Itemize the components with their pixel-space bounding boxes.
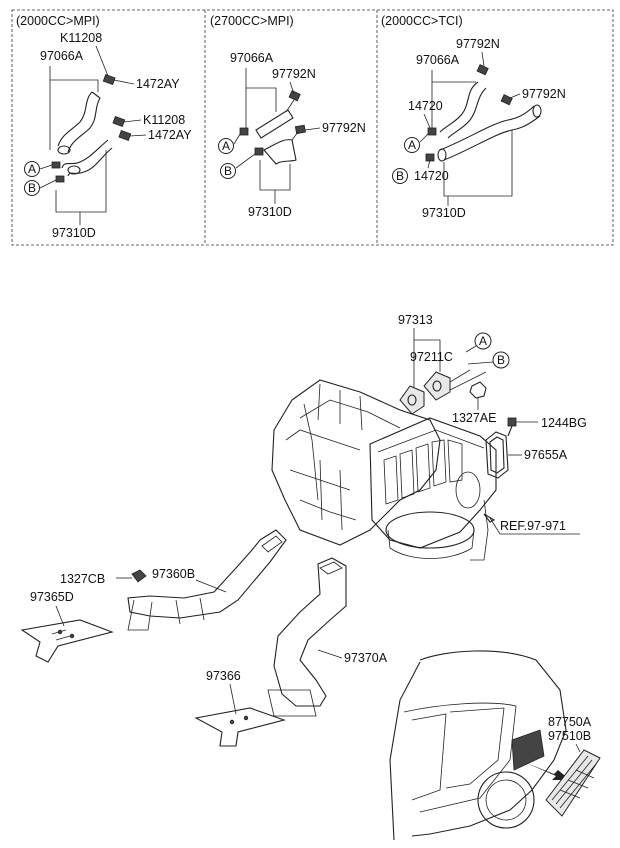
label-97370a: 97370A	[344, 651, 388, 665]
label-97365d: 97365D	[30, 590, 74, 604]
label-97792n: 97792N	[272, 67, 316, 81]
label-97510b: 97510B	[548, 729, 591, 743]
label-97366: 97366	[206, 669, 241, 683]
label-1472ay: 1472AY	[136, 77, 180, 91]
label-97792n: 97792N	[322, 121, 366, 135]
gaskets	[399, 369, 487, 415]
callout-b	[220, 163, 236, 179]
label-97655a: 97655A	[524, 448, 568, 462]
ref-arrow	[483, 513, 580, 535]
callout-a-text: A	[479, 334, 487, 348]
callout-b	[492, 351, 510, 369]
label-1472ay: 1472AY	[148, 128, 192, 142]
label-14720: 14720	[408, 99, 443, 113]
car-body	[389, 650, 567, 841]
label-97792n: 97792N	[456, 37, 500, 51]
panel-title-2700-mpi: (2700CC>MPI)	[210, 14, 294, 28]
variant-box	[11, 9, 614, 246]
label-k11208: K11208	[60, 31, 102, 45]
panel-title-2000-tci: (2000CC>TCI)	[381, 14, 463, 28]
screw-1244bg	[507, 417, 538, 437]
label-14720: 14720	[414, 169, 449, 183]
label-97066a: 97066A	[230, 51, 274, 65]
label-97360b: 97360B	[152, 567, 195, 581]
label-97211c: 97211C	[410, 350, 453, 364]
label-97310d: 97310D	[248, 205, 292, 219]
plate-97366	[194, 707, 286, 747]
vent-arrow	[524, 762, 570, 780]
callout-b-text: B	[28, 181, 36, 195]
label-97792n: 97792N	[522, 87, 566, 101]
label-k11208: K11208	[143, 113, 185, 127]
duct-97370a	[267, 557, 347, 717]
callout-a-text: A	[222, 139, 230, 153]
callout-b-text: B	[497, 353, 505, 367]
callout-b	[24, 180, 40, 196]
vent-grille	[545, 749, 601, 817]
duct-97360b	[127, 529, 287, 631]
callout-b-text: B	[396, 169, 404, 183]
label-97313: 97313	[398, 313, 433, 327]
label-1327cb: 1327CB	[60, 572, 105, 586]
callout-a-text: A	[28, 162, 36, 176]
callout-a-text: A	[408, 138, 416, 152]
label-1244bg: 1244BG	[541, 416, 587, 430]
callout-a	[218, 138, 234, 154]
label-ref: REF.97-971	[500, 519, 566, 533]
clip-1327cb	[131, 569, 147, 583]
panel-title-2000-mpi: (2000CC>MPI)	[16, 14, 100, 28]
callout-a	[474, 332, 492, 350]
label-97066a: 97066A	[40, 49, 84, 63]
panel-1-hoses	[51, 74, 132, 183]
callout-b	[392, 168, 408, 184]
gasket-97655a	[485, 431, 522, 479]
callout-a	[24, 161, 40, 177]
label-97310d: 97310D	[52, 226, 96, 240]
label-87750a: 87750A	[548, 715, 592, 729]
label-97066a: 97066A	[416, 53, 460, 67]
panel-2-hoses	[239, 90, 306, 165]
bolt-1327ae	[469, 381, 487, 410]
label-97310d: 97310D	[422, 206, 466, 220]
panel-3-hoses	[425, 64, 542, 162]
label-1327ae: 1327AE	[452, 411, 496, 425]
callout-a	[404, 137, 420, 153]
heater-blower-unit	[271, 379, 497, 561]
plate-97365d	[20, 619, 114, 663]
callout-b-text: B	[224, 164, 232, 178]
